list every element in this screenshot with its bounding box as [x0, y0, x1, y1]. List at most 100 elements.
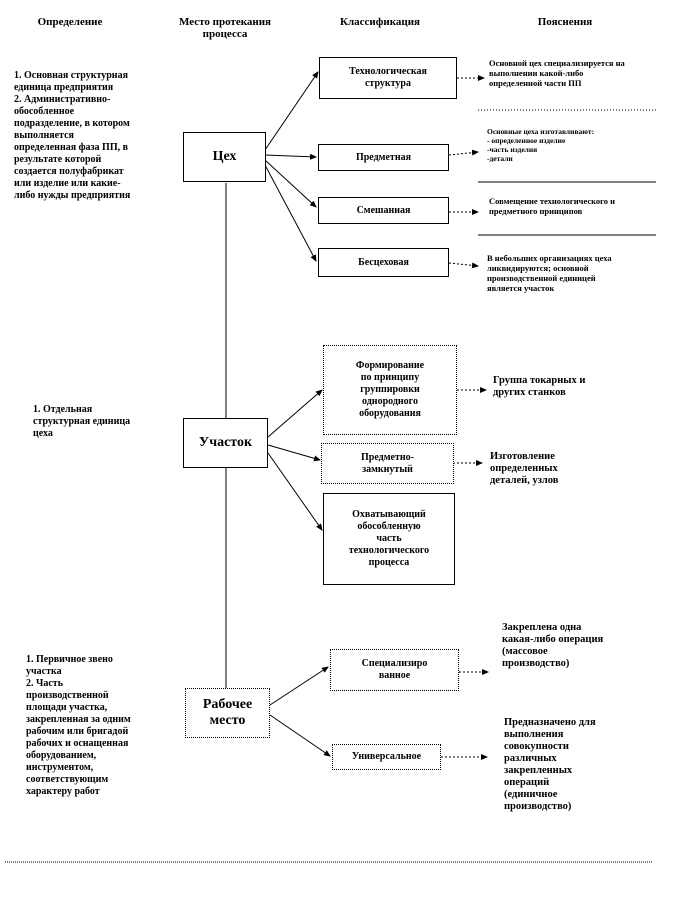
definition-line: 2. Административно-: [14, 94, 111, 105]
definition-line: результате которой: [14, 154, 102, 165]
explanation-line: предметного принципов: [489, 206, 583, 216]
definition-line: определенная фаза ПП, в: [14, 142, 129, 153]
class-label: процесса: [368, 557, 410, 568]
class-box-shopless: Бесцеховая: [318, 248, 449, 277]
explanation-line: -детали: [487, 154, 513, 163]
explanation-line: определенной части ПП: [489, 78, 582, 88]
class-box-process-part: Охватывающий обособленную часть технолог…: [323, 493, 455, 585]
definition-line: обособленное: [14, 106, 75, 117]
explanation-line: Совмещение технологического и: [489, 196, 616, 206]
definition-line: соответствующим: [26, 774, 109, 785]
explanation-subject-closed: Изготовление определенных деталей, узлов: [490, 451, 650, 487]
definition-line: производственной: [26, 690, 109, 701]
definition-line: участка: [26, 666, 62, 677]
definition-line: либо нужды предприятия: [14, 190, 131, 201]
definition-line: цеха: [33, 428, 53, 439]
definition-line: структурная единица: [33, 416, 131, 427]
explanation-line: производственной единицей: [487, 273, 596, 283]
definition-section: 1. Отдельная структурная единица цеха: [33, 404, 173, 440]
class-label: оборудования: [359, 408, 421, 419]
explanation-subject: Основные цеха изготавливают: - определен…: [487, 127, 662, 163]
explanation-line: Предназначено для: [504, 717, 596, 728]
header-definition: Определение: [37, 16, 103, 28]
arrow-line: [264, 153, 317, 160]
definition-line: рабочим или бригадой: [26, 726, 129, 737]
class-box-subject-closed: Предметно- замкнутый: [321, 443, 454, 484]
explanation-shopless: В небольших организациях цеха ликвидирую…: [487, 253, 662, 293]
explanation-line: - определенное изделие: [487, 136, 566, 145]
header-explanations: Пояснения: [537, 16, 593, 28]
class-label: замкнутый: [362, 463, 413, 475]
definition-line: закрепленная за одним: [26, 714, 131, 725]
definition-line: 1. Основная структурная: [14, 70, 128, 81]
place-label: Рабочее место: [202, 697, 253, 728]
class-label: Технологическая: [349, 66, 427, 77]
class-label: обособленную: [357, 521, 421, 532]
class-label: однородного: [362, 396, 418, 407]
explanation-line: Основной цех специализируется на: [489, 58, 625, 68]
explanation-line: какая-либо операция: [502, 634, 604, 645]
class-box-universal: Универсальное: [332, 744, 441, 770]
explanation-mixed: Совмещение технологического и предметног…: [489, 196, 664, 216]
class-label: Специализиро: [361, 658, 428, 669]
arrow-line: [267, 444, 321, 462]
explanation-line: закрепленных: [504, 765, 573, 776]
class-label: ванное: [378, 670, 411, 681]
class-box-equipment-grouping: Формирование по принципу группировки одн…: [323, 345, 457, 435]
explanation-line: операций: [504, 777, 550, 788]
arrow-line: [264, 164, 317, 262]
definition-line: рабочих и оснащенная: [26, 738, 129, 749]
definition-line: 1. Первичное звено: [26, 654, 113, 665]
definition-line: характеру работ: [26, 786, 100, 797]
definition-line: создается полуфабрикат: [14, 166, 124, 177]
class-label: Смешанная: [356, 204, 411, 216]
place-box-section: Участок: [183, 418, 268, 468]
explanation-equipment-grouping: Группа токарных и других станков: [493, 375, 653, 399]
class-label: Охватывающий: [352, 509, 426, 520]
definition-line: подразделение, в котором: [14, 118, 130, 129]
class-label: Предметно-: [361, 451, 414, 463]
explanation-line: ликвидируются; основной: [487, 263, 589, 273]
class-label: часть: [376, 533, 402, 544]
explanation-line: совокупности: [504, 741, 569, 752]
definition-line: инструментом,: [26, 762, 94, 773]
definition-line: 1. Отдельная: [33, 404, 93, 415]
explanation-line: Закреплена одна: [502, 622, 582, 633]
class-label: технологического: [348, 545, 430, 556]
explanation-line: определенных: [490, 463, 558, 474]
explanation-line: В небольших организациях цеха: [487, 253, 612, 263]
explanation-line: (массовое: [502, 646, 548, 657]
place-label: Участок: [198, 435, 253, 450]
explanation-technological: Основной цех специализируется на выполне…: [489, 58, 664, 88]
class-label: Предметная: [355, 151, 412, 163]
definition-line: оборудованием,: [26, 750, 97, 761]
class-label: Бесцеховая: [358, 256, 409, 268]
explanation-line: производство): [502, 658, 570, 669]
class-box-subject: Предметная: [318, 144, 449, 171]
arrow-line: [448, 262, 479, 269]
arrow-line: [267, 389, 323, 438]
class-label: Универсальное: [351, 751, 422, 762]
arrow-line: [267, 452, 323, 531]
explanation-line: Основные цеха изготавливают:: [487, 127, 595, 136]
header-classification: Классификация: [340, 16, 420, 28]
definition-line: единица предприятия: [14, 82, 114, 93]
arrow-line: [269, 666, 329, 706]
explanation-line: деталей, узлов: [490, 475, 559, 486]
class-label: структура: [364, 78, 411, 89]
class-box-technological: Технологическая структура: [319, 57, 457, 99]
definition-line: 2. Часть: [26, 678, 63, 689]
arrow-line: [264, 71, 319, 151]
class-box-mixed: Смешанная: [318, 197, 449, 224]
class-label: группировки: [360, 384, 420, 395]
explanation-line: (единичное: [504, 789, 558, 800]
place-box-workplace: Рабочее место: [185, 688, 270, 738]
header-place: Место протекания процесса: [178, 16, 272, 40]
definition-line: площади участка,: [26, 702, 108, 713]
explanation-line: различных: [504, 753, 557, 764]
class-label: по принципу: [360, 372, 420, 383]
explanation-line: выполнении какой-либо: [489, 68, 584, 78]
definition-line: выполняется: [14, 130, 74, 141]
explanation-line: других станков: [493, 387, 566, 398]
